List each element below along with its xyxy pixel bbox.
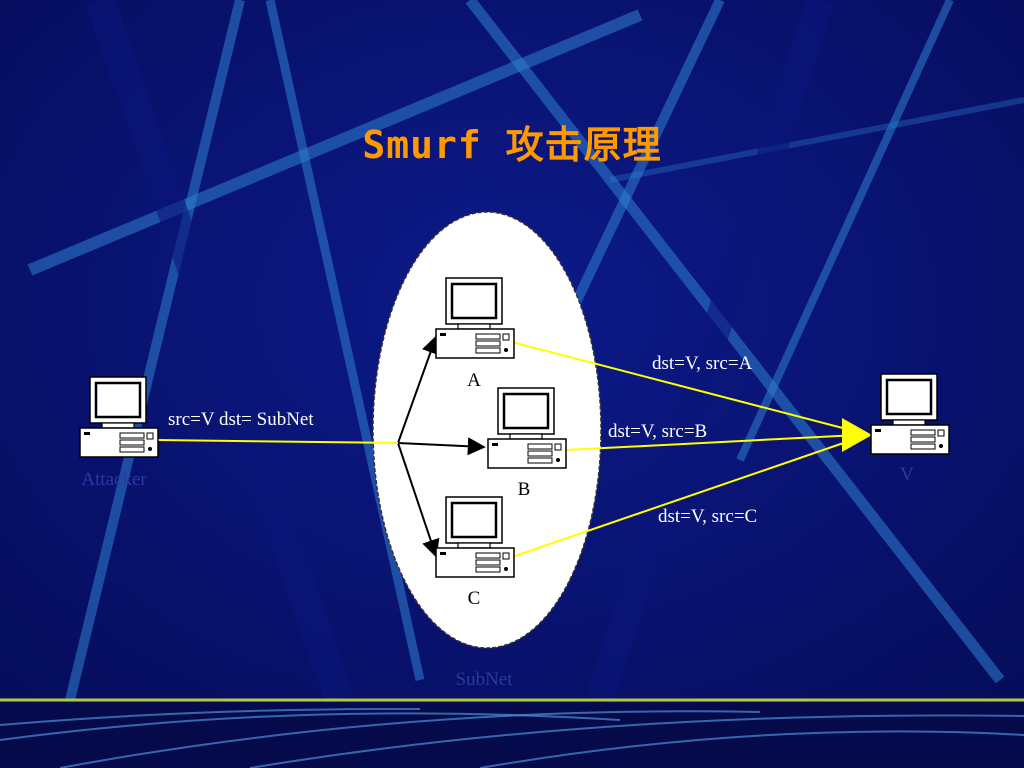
- host-b-label: B: [518, 479, 531, 500]
- reply-label-c: dst=V, src=C: [658, 506, 757, 527]
- host-c-label: C: [468, 588, 481, 609]
- attack-flow-label: src=V dst= SubNet: [168, 409, 314, 430]
- victim-arrowhead: [842, 418, 872, 452]
- reply-line-b: [565, 434, 859, 451]
- host-a-computer-icon: [434, 276, 516, 360]
- slide-title: Smurf 攻击原理: [362, 123, 662, 167]
- reply-label-b: dst=V, src=B: [608, 421, 707, 442]
- host-c-computer-icon: [434, 495, 516, 579]
- fanout-arrow-b: [397, 437, 486, 456]
- host-b-computer-icon: [486, 386, 568, 470]
- fanout-arrow-c: [397, 442, 440, 558]
- subnet-label: SubNet: [456, 669, 514, 690]
- victim-computer-icon: [869, 372, 951, 456]
- attacker-label: Attacker: [81, 469, 147, 490]
- attack-flow-line: [156, 439, 399, 444]
- attacker-computer-icon: [78, 375, 160, 459]
- victim-label: V: [900, 464, 914, 485]
- reply-label-a: dst=V, src=A: [652, 353, 753, 374]
- fanout-arrow-a: [397, 335, 440, 444]
- reply-line-c: [511, 437, 859, 558]
- reply-line-a: [511, 341, 859, 433]
- host-a-label: A: [467, 370, 481, 391]
